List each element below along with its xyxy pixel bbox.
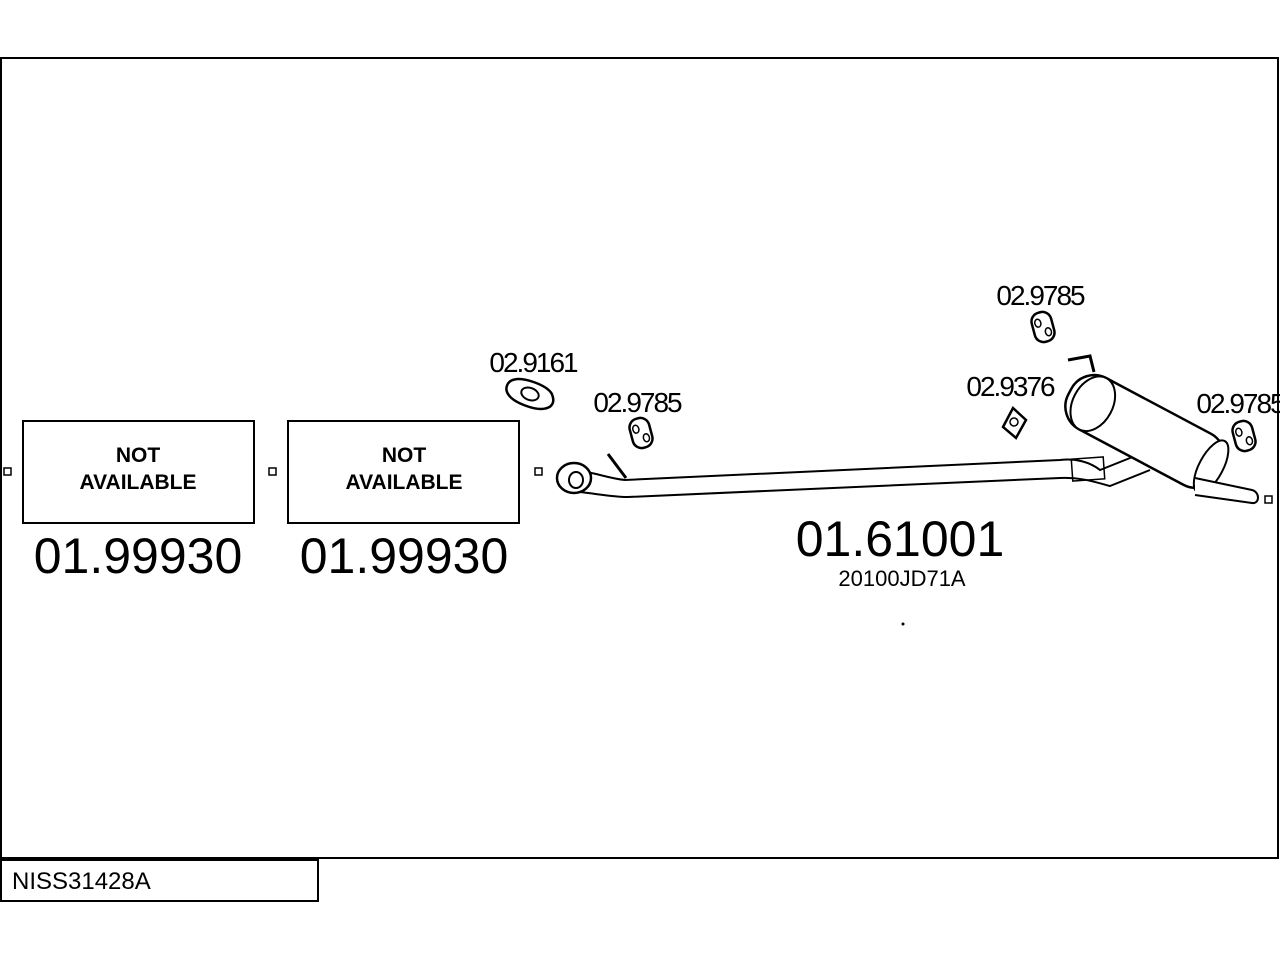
accessory-number: 02.9785 (1196, 388, 1280, 419)
pipe-clamp (1070, 456, 1106, 482)
stray-dot (901, 622, 905, 626)
not-available-line2: AVAILABLE (79, 471, 196, 494)
accessory-gasket[interactable]: 02.9161 (489, 347, 580, 414)
not-available-line1: NOT (382, 444, 427, 467)
rubber-hanger-icon (1030, 310, 1056, 344)
muffler-bracket (1067, 354, 1096, 373)
pipe-outline (574, 453, 1141, 482)
not-available-box (287, 420, 520, 524)
bracket-mount-icon (1001, 405, 1028, 440)
not-available-line1: NOT (116, 444, 161, 467)
accessory-number: 02.9376 (966, 371, 1055, 402)
accessory-hanger-mid[interactable]: 02.9376 (966, 371, 1057, 440)
connector-marker (1264, 495, 1273, 504)
part-segment-1[interactable]: NOT AVAILABLE 01.99930 (22, 420, 255, 584)
diagram-id-label: NISS31428A (0, 859, 319, 902)
oem-number: 20100JD71A (838, 566, 966, 591)
muffler (1064, 373, 1230, 494)
rubber-hanger-icon (628, 416, 654, 450)
connector-marker (3, 467, 12, 476)
not-available-box (22, 420, 255, 524)
accessory-hanger-top[interactable]: 02.9785 (996, 280, 1087, 344)
part-number: 01.99930 (34, 528, 243, 584)
accessory-hanger-front[interactable]: 02.9785 (593, 387, 684, 450)
gasket-hole (520, 386, 540, 402)
part-segment-2[interactable]: NOT AVAILABLE 01.99930 (287, 420, 520, 584)
accessory-number: 02.9785 (593, 387, 682, 418)
part-number: 01.99930 (300, 528, 509, 584)
part-main-silencer[interactable]: 01.61001 20100JD71A (555, 354, 1259, 626)
tail-pipe (1194, 477, 1259, 505)
connector-marker (268, 467, 277, 476)
accessory-hanger-rear[interactable]: 02.9785 (1196, 388, 1280, 453)
accessory-number: 02.9785 (996, 280, 1085, 311)
connector-marker (534, 467, 543, 476)
inlet-flange-hole (568, 471, 584, 489)
part-number: 01.61001 (796, 511, 1005, 567)
rubber-hanger-icon (1231, 419, 1257, 453)
accessory-number: 02.9161 (489, 347, 578, 378)
pipe-outline (579, 469, 1151, 499)
diagram-frame (0, 57, 1279, 859)
pipe-stud (606, 453, 628, 479)
not-available-line2: AVAILABLE (345, 471, 462, 494)
